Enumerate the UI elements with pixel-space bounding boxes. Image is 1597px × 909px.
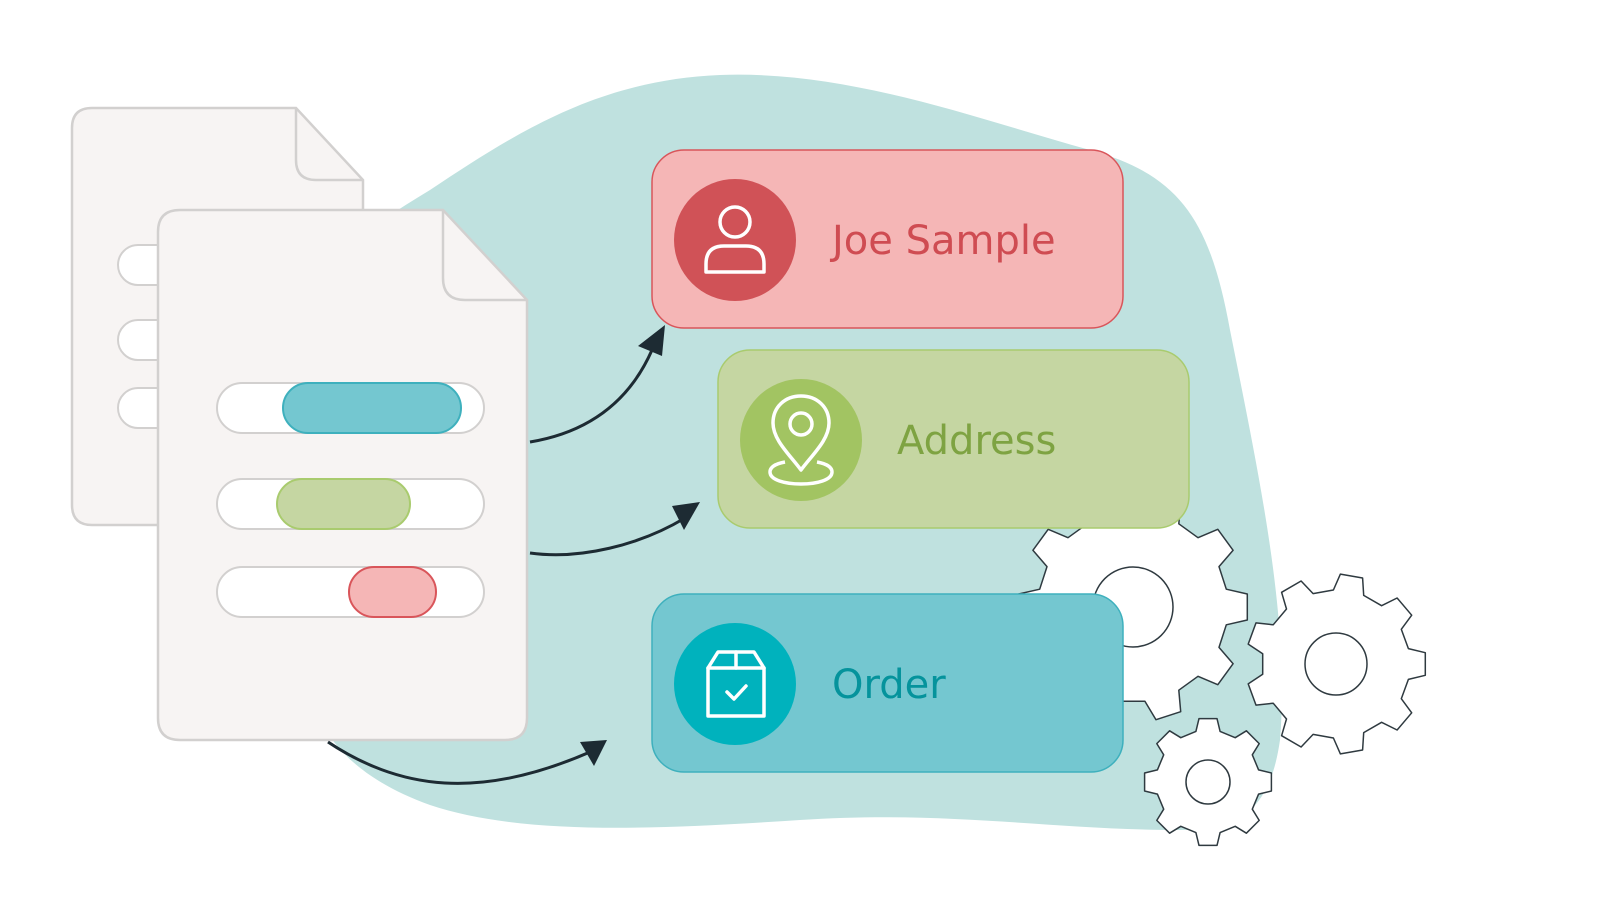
package-check-icon xyxy=(706,650,766,718)
person-card: Joe Sample xyxy=(651,149,1124,329)
person-icon xyxy=(704,205,766,274)
field-pill-teal xyxy=(282,382,462,434)
small-gear-icon xyxy=(1143,717,1273,847)
field-pill-red xyxy=(348,566,437,618)
arrow-icon-to-person xyxy=(529,349,654,444)
front-document-icon xyxy=(156,208,529,742)
arrows xyxy=(327,349,686,785)
arrowhead-person xyxy=(638,325,665,356)
arrowhead-order xyxy=(580,740,607,766)
arrow-icon-to-address xyxy=(529,516,686,557)
order-card-label: Order xyxy=(832,662,946,708)
location-pin-icon xyxy=(768,394,834,486)
arrowhead-address xyxy=(672,502,700,530)
medium-gear-icon xyxy=(1247,573,1427,755)
address-card: Address xyxy=(717,349,1190,529)
arrow-icon-to-order xyxy=(327,740,591,785)
address-card-label: Address xyxy=(897,418,1056,464)
order-card: Order xyxy=(651,593,1124,773)
field-pill-green xyxy=(276,478,411,530)
person-card-label: Joe Sample xyxy=(829,218,1056,264)
